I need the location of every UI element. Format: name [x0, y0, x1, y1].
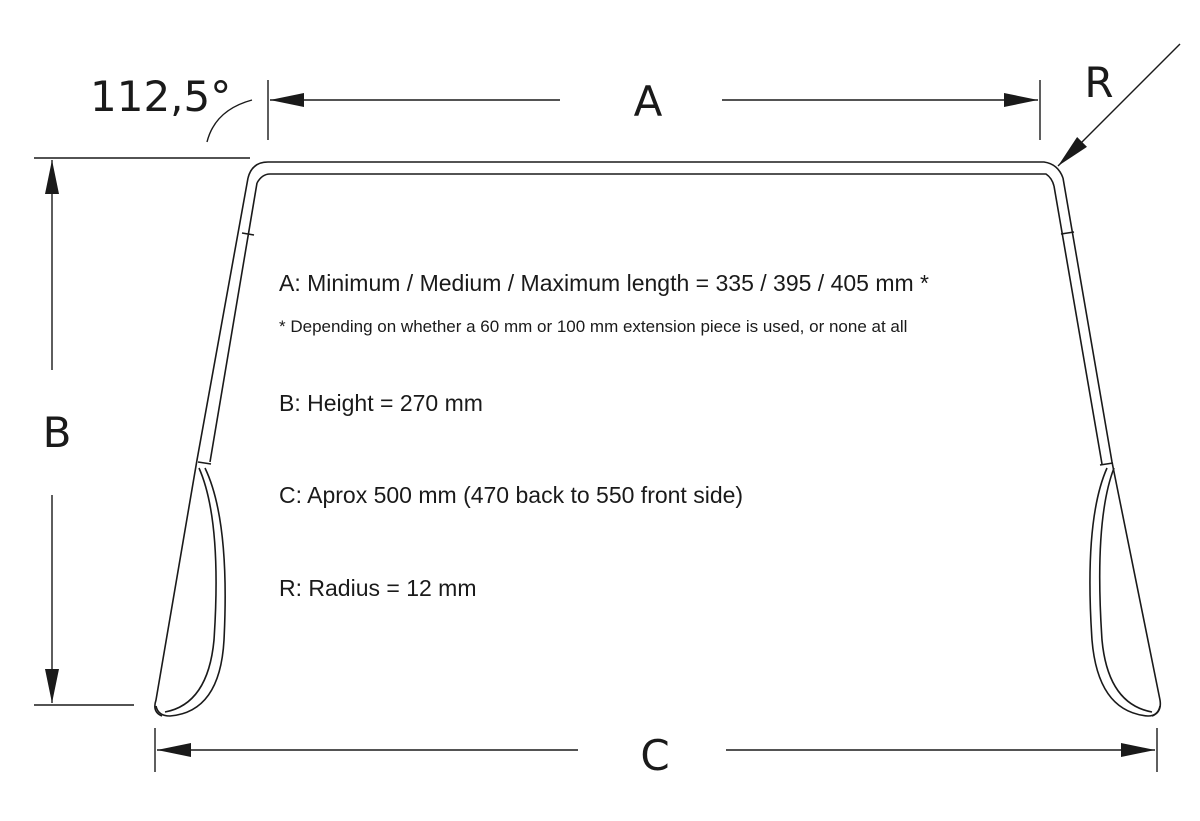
- note-c-width: C: Aprox 500 mm (470 back to 550 front s…: [279, 482, 744, 508]
- dimension-c: [154, 728, 1158, 772]
- frame-outline: [154, 161, 1162, 717]
- dimension-a: [267, 80, 1041, 140]
- note-b-height: B: Height = 270 mm: [279, 390, 483, 416]
- frame-left-joint-2: [197, 461, 212, 465]
- dimension-c-label: C: [640, 731, 669, 780]
- dimension-r-label: R: [1084, 58, 1113, 107]
- frame-right-leg-inner: [1053, 185, 1103, 465]
- dimension-a-label: A: [634, 77, 663, 126]
- dimension-b-label: B: [43, 408, 72, 457]
- frame-left-leg-inner: [209, 182, 258, 463]
- frame-right-joint-2: [1099, 462, 1114, 466]
- dimension-b: [34, 157, 250, 706]
- note-a-length: A: Minimum / Medium / Maximum length = 3…: [279, 270, 929, 296]
- angle-arc: [206, 99, 253, 143]
- frame-right-foot-inner: [1098, 467, 1153, 713]
- frame-left-leg-outer: [154, 177, 249, 717]
- dimension-r: [1057, 43, 1181, 167]
- frame-left-foot-inner: [164, 467, 217, 713]
- note-footnote: * Depending on whether a 60 mm or 100 mm…: [279, 317, 908, 336]
- angle-label: 112,5°: [90, 72, 231, 121]
- frame-left-joint-1: [241, 232, 255, 236]
- frame-right-joint-1: [1060, 231, 1075, 235]
- frame-right-foot: [1089, 467, 1161, 717]
- frame-left-foot: [155, 467, 226, 717]
- note-r-radius: R: Radius = 12 mm: [279, 575, 477, 601]
- radius-leader-arrow: [1057, 43, 1181, 167]
- frame-top-bar-inner: [256, 173, 1055, 187]
- frame-right-leg-outer: [1062, 177, 1162, 717]
- angle-indicator: [206, 99, 253, 143]
- frame-top-bar: [247, 161, 1064, 179]
